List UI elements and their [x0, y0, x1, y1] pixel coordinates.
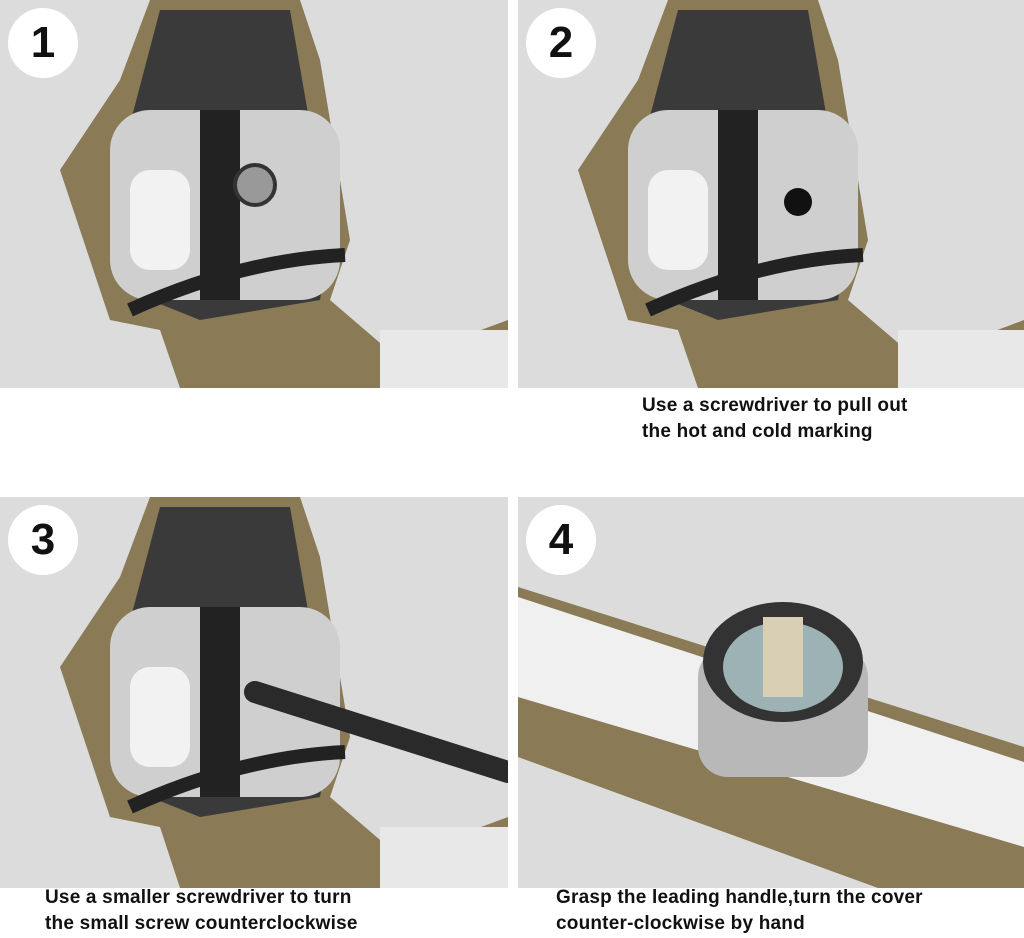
faucet-illustration [60, 497, 508, 888]
step-4-caption: Grasp the leading handle,turn the cover … [556, 885, 923, 937]
caption-line: Use a screwdriver to pull out [642, 395, 908, 416]
step-2-caption: Use a screwdriver to pull out the hot an… [642, 393, 908, 445]
step-2-photo: 2 [518, 0, 1024, 388]
step-4-photo: 4 [518, 497, 1024, 888]
step-3-caption: Use a smaller screwdriver to turn the sm… [45, 885, 358, 937]
step-number-badge: 2 [526, 8, 596, 78]
caption-line: the small screw counterclockwise [45, 913, 358, 934]
caption-line: Grasp the leading handle,turn the cover [556, 887, 923, 908]
caption-line: Use a smaller screwdriver to turn [45, 887, 352, 908]
step-1-photo: 1 [0, 0, 508, 388]
step-number-badge: 1 [8, 8, 78, 78]
step-3-photo: 3 [0, 497, 508, 888]
step-number-badge: 3 [8, 505, 78, 575]
step-number-badge: 4 [526, 505, 596, 575]
screwdriver [244, 681, 508, 783]
caption-line: counter-clockwise by hand [556, 913, 805, 934]
faucet-illustration [518, 587, 1024, 888]
faucet-illustration [60, 0, 508, 388]
caption-line: the hot and cold marking [642, 421, 873, 442]
faucet-illustration [578, 0, 1024, 388]
